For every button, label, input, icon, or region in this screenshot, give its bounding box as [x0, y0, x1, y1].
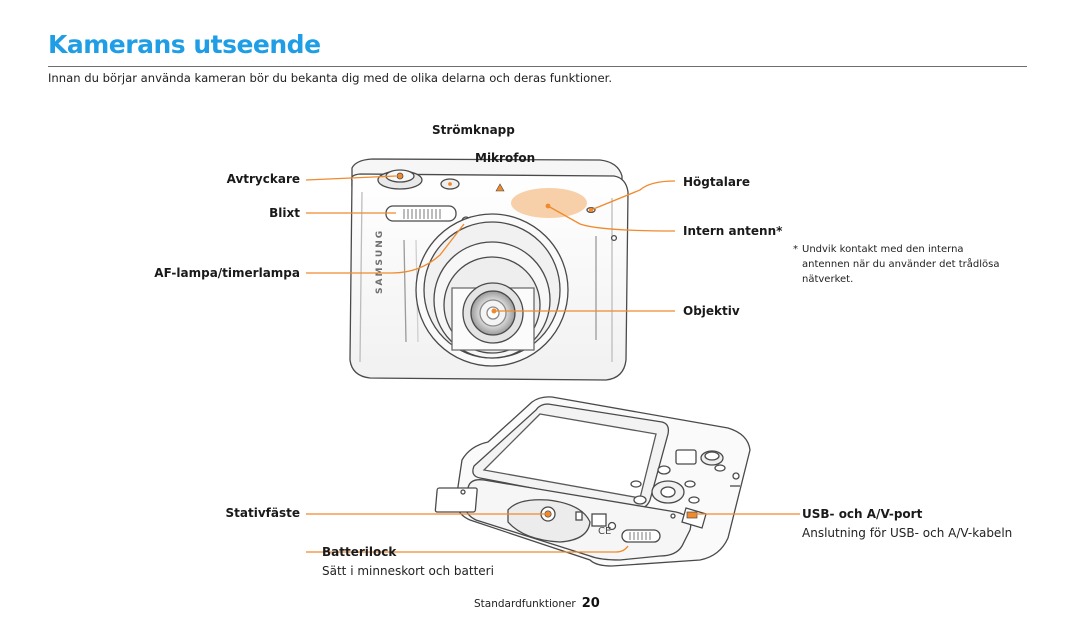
page-title: Kamerans utseende [48, 30, 321, 59]
shutter-button-mark [396, 172, 404, 180]
antenna-note-text: Undvik kontakt med den interna antennen … [802, 244, 1000, 285]
bottom-camera [434, 396, 751, 567]
label-tripod-mount: Stativfäste [225, 506, 300, 520]
usb-av-port-description: Anslutning för USB- och A/V-kabeln [802, 526, 1013, 540]
antenna-note: * Undvik kontakt med den interna antenne… [793, 242, 1002, 287]
label-microphone: Mikrofon [475, 151, 536, 165]
flash-window [385, 205, 457, 222]
page-number: 20 [581, 596, 600, 611]
antenna-area [511, 188, 587, 218]
footer-section: Standardfunktioner [474, 598, 576, 610]
label-usb-av-port: USB- och A/V-port [802, 507, 923, 521]
note-asterisk: * [793, 244, 798, 255]
label-af-lamp: AF-lampa/timerlampa [154, 266, 300, 280]
label-flash: Blixt [269, 206, 300, 220]
label-battery-cover: Batterilock [322, 545, 397, 559]
brand-logo: SAMSUNG [375, 229, 385, 294]
front-camera [349, 158, 629, 381]
title-divider [48, 66, 1027, 67]
intro-text: Innan du börjar använda kameran bör du b… [48, 71, 613, 85]
battery-latch [621, 529, 661, 543]
microphone-mark [495, 183, 505, 192]
label-shutter: Avtryckare [226, 172, 300, 186]
label-power-button: Strömknapp [432, 123, 515, 137]
callout-lines [305, 175, 800, 553]
label-speaker: Högtalare [683, 175, 750, 189]
label-internal-antenna: Intern antenn* [683, 224, 783, 238]
page-footer: Standardfunktioner 20 [474, 596, 600, 611]
label-lens: Objektiv [683, 304, 740, 318]
battery-cover-description: Sätt i minneskort och batteri [322, 564, 494, 578]
ce-mark: CE [598, 526, 611, 537]
